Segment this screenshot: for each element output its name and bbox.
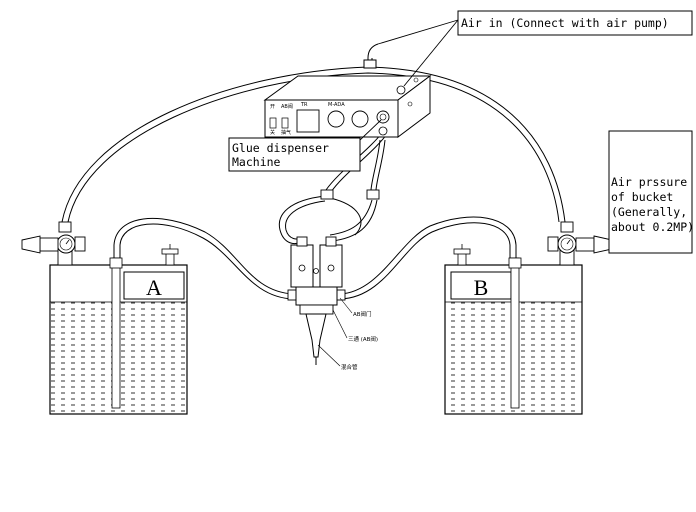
pressure-label-line3: (Generally, xyxy=(611,205,687,219)
tank-a-pressure-regulator[interactable] xyxy=(21,221,86,266)
material-hose-a xyxy=(113,217,295,295)
air-outlet-icon xyxy=(376,110,390,124)
mixer-note: 混合管 xyxy=(341,363,358,371)
pressure-knob-right-icon[interactable] xyxy=(351,110,369,128)
tank-b-top-valve[interactable] xyxy=(453,244,471,266)
ab-valve-assembly[interactable] xyxy=(287,236,346,365)
air-in-label: Air in (Connect with air pump) xyxy=(461,16,669,30)
tank-b-pressure-regulator[interactable] xyxy=(547,221,613,266)
material-hose-b xyxy=(339,216,517,295)
ab-valve-note: AB阀门 xyxy=(353,310,372,318)
tank-a-label: A xyxy=(146,275,162,300)
three-way-note: 三通 (AB阀) xyxy=(348,335,378,343)
panel-label-5: TR xyxy=(300,102,308,108)
tank-b: B xyxy=(444,244,583,415)
tank-a-top-valve[interactable] xyxy=(161,244,179,266)
pressure-knob-left-icon[interactable] xyxy=(327,110,345,128)
panel-label-4: 抽气 xyxy=(281,129,291,136)
valve-annotations: AB阀门 三通 (AB阀) 混合管 xyxy=(317,297,378,371)
pressure-callout-box xyxy=(608,130,693,254)
mixer-nozzle xyxy=(305,313,327,358)
machine-label-line2: Machine xyxy=(232,155,281,169)
tank-a-label-box xyxy=(123,271,185,300)
machine-side-face xyxy=(397,75,431,138)
panel-label-6: M-ADA xyxy=(328,102,345,108)
material-hoses xyxy=(113,216,517,300)
panel-label-2: AB阀 xyxy=(281,103,293,110)
tee-fitting-right xyxy=(366,189,380,200)
air-in-pipe xyxy=(367,43,379,67)
tank-a-dip-tube xyxy=(111,257,121,409)
pressure-label-line2: of bucket xyxy=(611,190,673,204)
glue-dispenser-machine: 开 AB阀 关 抽气 TR M-ADA xyxy=(263,75,432,138)
valve-b-body xyxy=(319,244,343,288)
tank-a: A xyxy=(49,244,188,415)
pressure-label-line4: about 0.2MP) xyxy=(611,220,694,234)
machine-callout-box xyxy=(228,137,361,172)
three-way-block xyxy=(299,304,334,315)
machine-label-line1: Glue dispenser xyxy=(232,141,329,155)
power-switch[interactable] xyxy=(269,117,277,129)
tank-b-label: B xyxy=(474,275,489,300)
tank-b-label-box xyxy=(450,271,512,300)
machine-callout: Glue dispenser Machine xyxy=(228,119,382,172)
air-inlet-port-icon xyxy=(396,85,406,95)
air-in-callout: Air in (Connect with air pump) xyxy=(377,10,693,87)
timer-display xyxy=(296,109,320,133)
pressure-label-line1: Air prssure xyxy=(611,175,687,189)
pressure-callout: Air prssure of bucket (Generally, about … xyxy=(608,130,694,254)
ab-valve-switch[interactable] xyxy=(281,117,289,129)
air-in-callout-box xyxy=(457,10,693,36)
valve-a-body xyxy=(290,244,314,288)
panel-label-3: 关 xyxy=(270,129,275,136)
tee-fitting-left xyxy=(320,189,334,200)
panel-label-1: 开 xyxy=(270,104,275,110)
air-hose-machine-to-valve-right xyxy=(370,139,381,191)
tank-b-dip-tube xyxy=(510,257,520,409)
